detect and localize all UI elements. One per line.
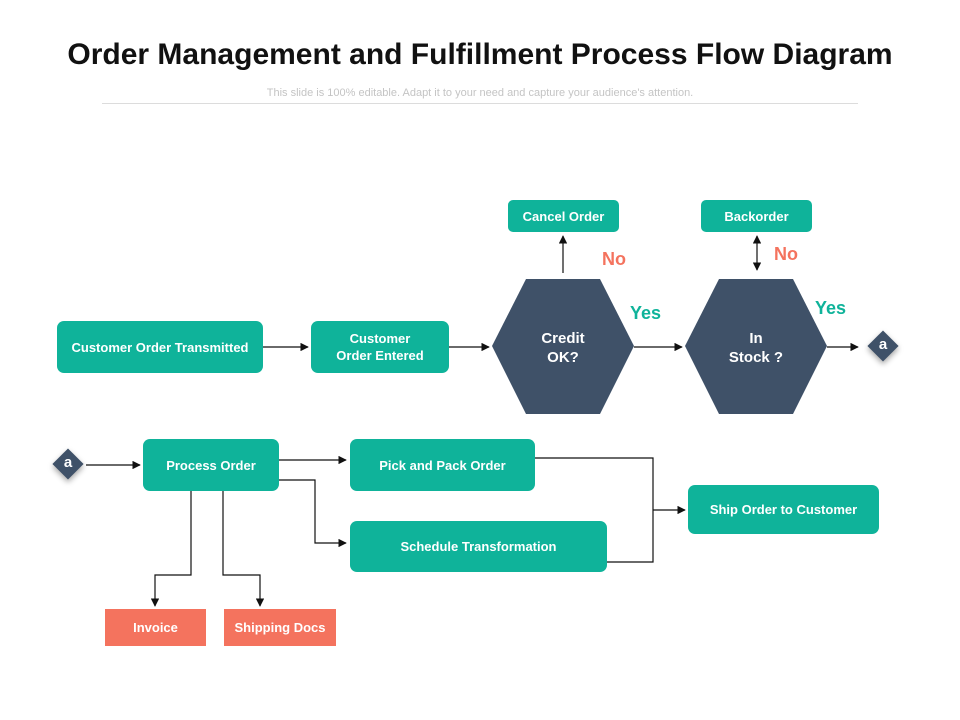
page-title: Order Management and Fulfillment Process… [67, 38, 893, 71]
ship-order-box: Ship Order to Customer [688, 485, 879, 534]
credit-ok-label: Credit OK? [541, 330, 585, 366]
title-divider [102, 103, 858, 104]
arrow-process-to-schedule [279, 479, 347, 548]
connector-out-label: a [878, 336, 888, 353]
page-subtitle: This slide is 100% editable. Adapt it to… [266, 87, 694, 99]
shipping-docs-box: Shipping Docs [224, 609, 336, 646]
in-stock-label: In Stock ? [728, 330, 784, 366]
cancel-order-box: Cancel Order [508, 200, 619, 232]
schedule-transformation-box: Schedule Transformation [350, 521, 607, 572]
in-stock-hexagon [685, 279, 827, 414]
backorder-box: Backorder [701, 200, 812, 232]
arrow-process-to-shipping-docs [222, 491, 265, 607]
pick-and-pack-box: Pick and Pack Order [350, 439, 535, 491]
process-order-box: Process Order [143, 439, 279, 491]
credit-no-label: No [602, 249, 626, 269]
arrow-process-to-invoice [150, 491, 192, 607]
credit-ok-hexagon [492, 279, 634, 414]
stock-yes-label: Yes [815, 298, 847, 318]
connector-in-label: a [63, 454, 73, 471]
customer-order-transmitted-box: Customer Order Transmitted [57, 321, 263, 373]
customer-order-entered-box: Customer Order Entered [311, 321, 449, 373]
invoice-box: Invoice [105, 609, 206, 646]
credit-yes-label: Yes [630, 303, 662, 323]
stock-no-label: No [774, 244, 798, 264]
